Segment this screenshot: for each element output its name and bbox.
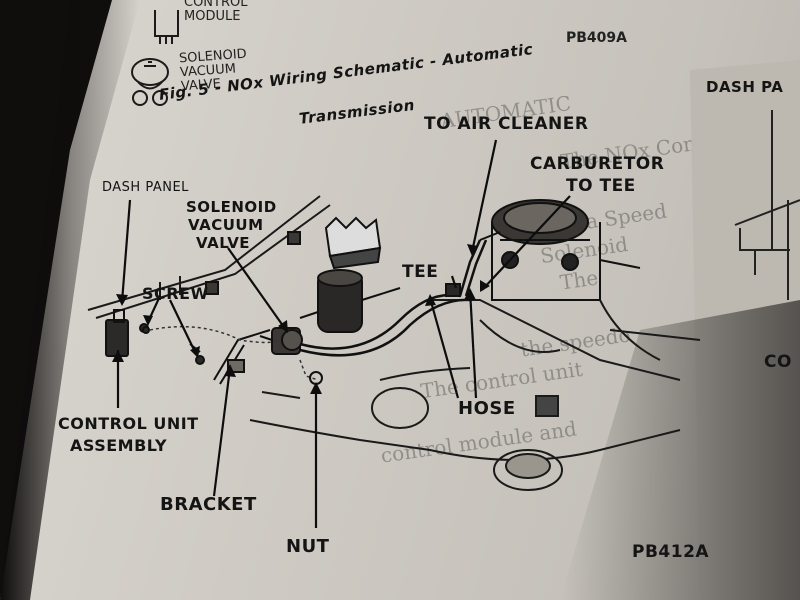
clip-parts — [205, 231, 301, 295]
wiring-harness — [149, 325, 319, 381]
callout-assembly: ASSEMBLY — [70, 436, 168, 455]
callout-control-unit: CONTROL UNIT — [58, 414, 199, 433]
legend-control-module: CONTROL MODULE — [184, 0, 248, 24]
callout-carburetor: CARBURETOR — [530, 154, 665, 174]
callout-dash-panel: DASH PANEL — [102, 180, 189, 195]
figure-code-bottom: PB412A — [632, 542, 710, 562]
figure-code-top: PB409A — [566, 30, 627, 46]
coil-drawing — [299, 269, 401, 333]
right-page-co: CO — [764, 352, 792, 372]
callout-bracket: BRACKET — [160, 494, 257, 515]
control-unit-drawing — [105, 309, 149, 357]
right-page-fragment — [734, 110, 800, 300]
callout-solenoid: SOLENOID — [186, 198, 277, 216]
callout-nut: NUT — [286, 536, 330, 557]
callout-screw: SCREW — [142, 284, 209, 303]
callout-hose: HOSE — [458, 398, 516, 419]
engine-outline — [249, 299, 701, 491]
binding-shadow — [0, 0, 112, 600]
leader-lines — [116, 139, 571, 528]
right-page-dash-panel: DASH PA — [706, 78, 784, 96]
tee-fitting-drawing — [445, 283, 461, 297]
callout-tee: TEE — [402, 262, 439, 282]
arrowheads — [112, 244, 490, 394]
callout-to-tee: TO TEE — [566, 176, 636, 196]
legend-icons — [131, 10, 179, 106]
binding-gradient — [0, 0, 140, 600]
distributor-cap-drawing — [324, 216, 382, 270]
callout-valve: VALVE — [196, 234, 251, 252]
carburetor-drawing — [479, 199, 641, 301]
bracket-drawing — [213, 329, 271, 385]
page-shadow — [560, 300, 800, 600]
screw-drawings — [142, 326, 205, 365]
callout-to-air-cleaner: TO AIR CLEANER — [424, 114, 589, 134]
callout-vacuum: VACUUM — [188, 216, 264, 234]
